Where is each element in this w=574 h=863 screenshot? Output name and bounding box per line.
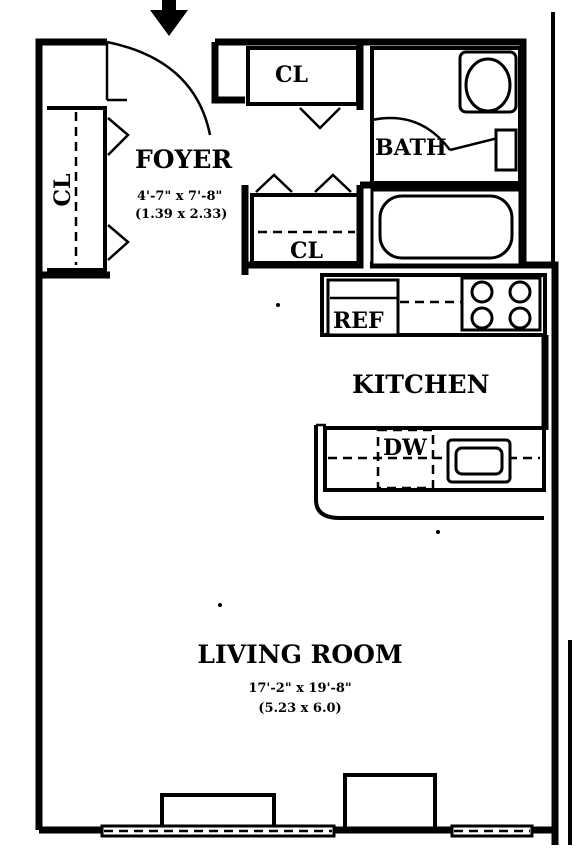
middle-closet [250, 173, 362, 265]
closet-mid-label: CL [290, 238, 323, 264]
bath-fixtures [370, 46, 522, 267]
kitchen-island [314, 335, 549, 520]
left-closet [47, 106, 130, 272]
bath-label: BATH [375, 135, 447, 161]
foyer-door [105, 40, 212, 136]
living-room-dim-imperial: 17'-2" x 19'-8" [248, 681, 351, 696]
closet-left-label: CL [50, 174, 76, 207]
living-room-label: LIVING ROOM [197, 640, 402, 669]
refrigerator-label: REF [333, 308, 384, 334]
closet-top-label: CL [275, 62, 308, 88]
top-closet [246, 46, 360, 130]
living-room-dim-metric: (5.23 x 6.0) [258, 701, 341, 716]
bottom-windows [100, 773, 534, 838]
foyer-label: FOYER [135, 145, 232, 174]
dishwasher-label: DW [383, 435, 427, 461]
entry-arrow-icon [150, 0, 188, 36]
kitchen-top-counter [320, 273, 547, 337]
refrigerator [326, 278, 400, 337]
foyer-dim-imperial: 4'-7" x 7'-8" [137, 189, 222, 204]
foyer-dim-metric: (1.39 x 2.33) [135, 207, 227, 222]
kitchen-label: KITCHEN [352, 370, 489, 399]
